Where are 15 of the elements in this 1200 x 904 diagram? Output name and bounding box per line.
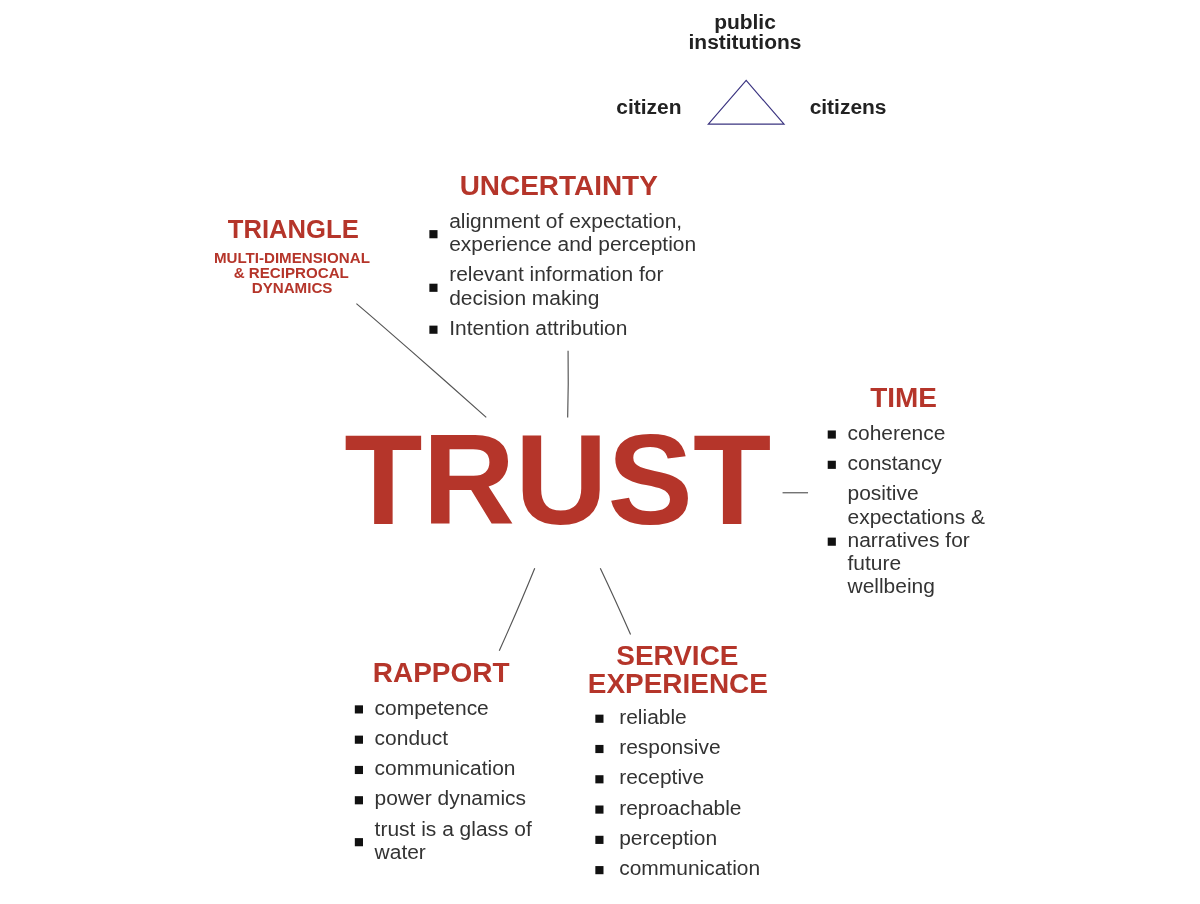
node-text: SERVICE EXPERIENCE reliable responsive receptive reproachable perception communication xyxy=(587,640,768,880)
node-label: citizen xyxy=(616,94,682,118)
node-label: public institutions xyxy=(688,9,802,54)
node-text: TRUST xyxy=(344,407,772,551)
node-text: RAPPORT competence conduct communication power dynamics trust is a glass of water xyxy=(372,656,532,863)
node-triangle xyxy=(707,79,786,125)
connector xyxy=(355,303,487,418)
node-label: citizens xyxy=(809,94,887,118)
connector xyxy=(599,567,632,636)
connector xyxy=(498,567,536,652)
node-text: TRIANGLE MULTI-DIMENSIONAL & RECIPROCAL DYNAMICS xyxy=(213,215,370,296)
node-text: TIME coherence constancy positive expectations & narratives for future wellbeing xyxy=(847,381,985,598)
connector xyxy=(567,350,569,418)
connector xyxy=(781,492,809,494)
node-text: UNCERTAINTY alignment of expectation, experience and perception relevant information for decision making Intention attribution xyxy=(449,169,697,339)
